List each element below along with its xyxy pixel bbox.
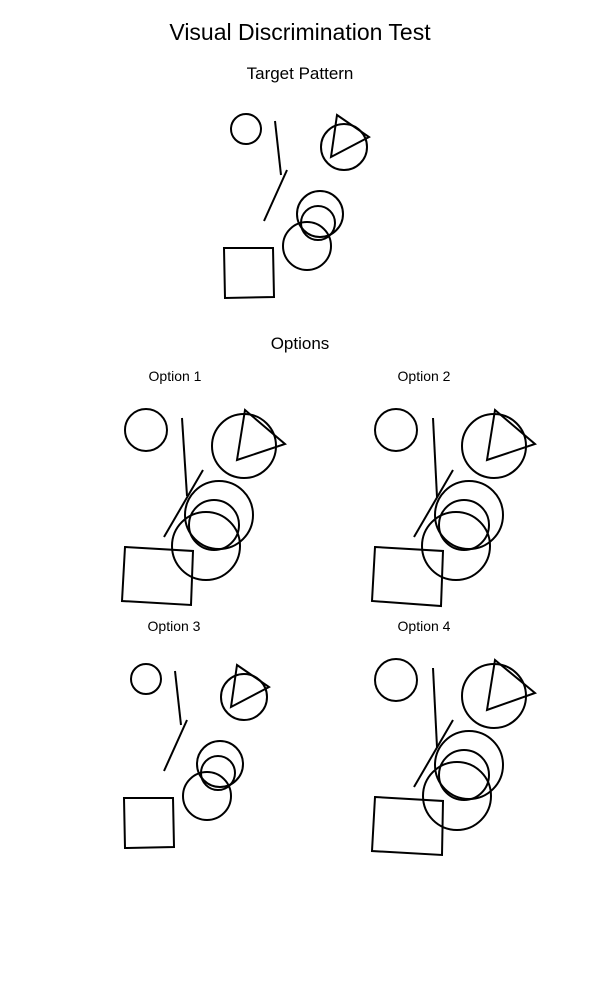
target-pattern-heading: Target Pattern [246, 64, 354, 83]
lower-overlap-circle-shape [282, 221, 332, 271]
triangle-circle-shape [461, 663, 527, 729]
lower-line-shape [163, 719, 188, 772]
triangle-circle-shape [320, 123, 368, 171]
triangle-shape [329, 113, 371, 159]
small-circle-shape [124, 408, 168, 452]
upper-line-shape [432, 417, 438, 498]
triangle-circle-shape [220, 673, 268, 721]
upper-line-shape [174, 670, 182, 726]
lower-line-shape [413, 719, 454, 788]
option-1-label: Option 1 [148, 368, 202, 384]
option-2-label: Option 2 [397, 368, 451, 384]
lower-overlap-circle-shape [422, 761, 492, 831]
upper-overlap-circle-shape [296, 190, 344, 238]
upper-line-shape [181, 417, 188, 497]
small-circle-shape [230, 113, 262, 145]
option-2-pattern[interactable] [370, 408, 537, 608]
option-3-pattern[interactable] [122, 663, 271, 850]
options-heading: Options [270, 334, 330, 353]
triangle-circle-shape [461, 413, 527, 479]
lower-line-shape [263, 169, 288, 222]
lower-line-shape [413, 469, 454, 538]
inner-overlap-circle-shape [438, 749, 490, 801]
rectangle-shape [120, 545, 195, 607]
lower-overlap-circle-shape [182, 771, 232, 821]
triangle-shape [229, 663, 271, 709]
option-4-label: Option 4 [397, 618, 451, 634]
small-circle-shape [374, 658, 418, 702]
upper-line-shape [274, 120, 282, 176]
lower-overlap-circle-shape [421, 511, 491, 581]
triangle-shape [235, 408, 287, 462]
upper-line-shape [432, 667, 438, 748]
small-circle-shape [130, 663, 162, 695]
lower-line-shape [163, 469, 204, 538]
small-circle-shape [374, 408, 418, 452]
triangle-shape [485, 658, 537, 712]
target-pattern [222, 113, 371, 300]
option-3-label: Option 3 [147, 618, 201, 634]
lower-overlap-circle-shape [171, 511, 241, 581]
square-shape [122, 797, 176, 850]
option-1-pattern[interactable] [120, 408, 287, 607]
rectangle-shape [370, 545, 445, 608]
upper-overlap-circle-shape [196, 740, 244, 788]
option-4-pattern[interactable] [370, 658, 537, 857]
inner-overlap-circle-shape [188, 499, 240, 551]
page-title: Visual Discrimination Test [169, 19, 431, 45]
inner-overlap-circle-shape [438, 499, 490, 551]
rectangle-shape [370, 795, 445, 857]
triangle-shape [485, 408, 537, 462]
square-shape [222, 247, 276, 300]
triangle-circle-shape [211, 413, 277, 479]
